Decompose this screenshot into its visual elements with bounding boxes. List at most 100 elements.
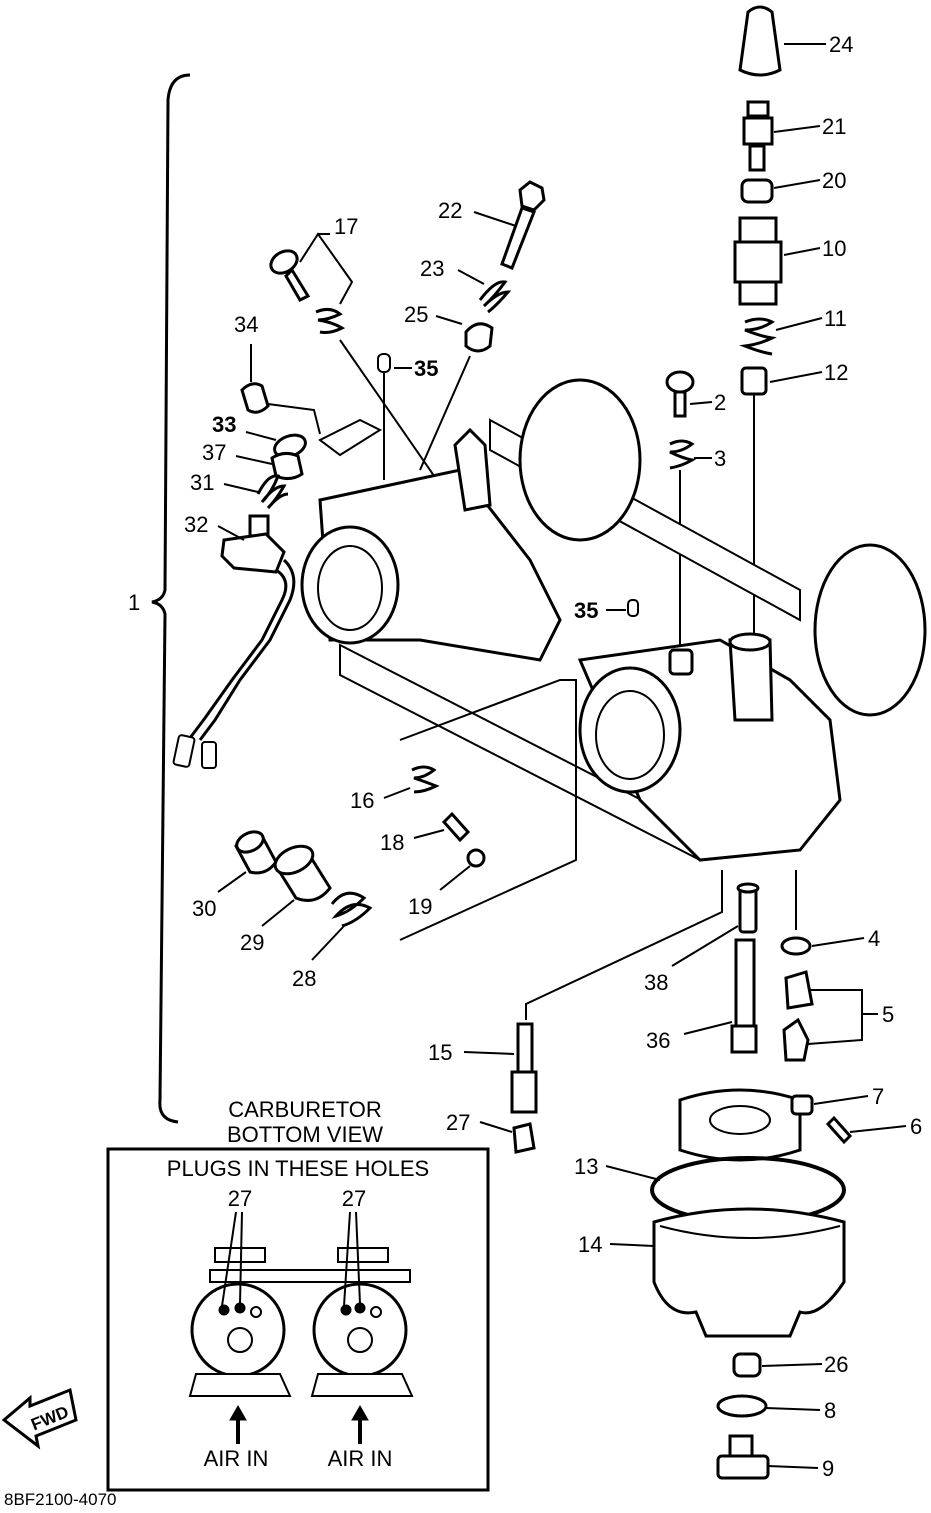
svg-text:21: 21 [822,114,846,139]
part-36-needle-jet [730,938,758,1054]
svg-text:14: 14 [578,1232,602,1257]
svg-text:25: 25 [404,302,428,327]
callout-11: 11 [775,306,847,331]
svg-text:27: 27 [446,1110,470,1135]
part-18-pin [441,811,471,843]
bottom-view-label-left: 27 [228,1186,252,1211]
svg-text:19: 19 [408,894,432,919]
bottom-view-title-2: BOTTOM VIEW [227,1122,383,1147]
bottom-view-label-right: 27 [342,1186,366,1211]
callout-17: 17 [299,214,358,305]
part-12-plunger [740,366,768,640]
svg-text:4: 4 [868,926,880,951]
part-24-cap [738,5,782,77]
svg-text:1: 1 [128,590,140,615]
part-29-sleeve [273,844,332,902]
part-35-plug-upper [377,353,391,373]
callout-18: 18 [380,829,445,855]
callout-38: 38 [644,925,739,995]
svg-text:23: 23 [420,256,444,281]
svg-text:2: 2 [714,390,726,415]
callout-1: 1 [128,590,140,615]
air-in-label-right: AIR IN [328,1446,393,1471]
callout-30: 30 [192,871,247,921]
svg-text:10: 10 [822,236,846,261]
callout-28: 28 [292,925,345,991]
bottom-view-heading: PLUGS IN THESE HOLES [167,1156,429,1181]
svg-text:28: 28 [292,966,316,991]
callout-21: 21 [773,114,846,139]
svg-text:18: 18 [380,830,404,855]
part-27-plug [512,1122,536,1154]
svg-text:30: 30 [192,896,216,921]
callout-37: 37 [202,440,273,465]
part-11-spring [739,317,777,356]
callout-15: 15 [428,1040,515,1065]
assembly-bracket [151,73,191,1124]
callout-32: 32 [184,512,245,541]
callout-24: 24 [784,32,853,57]
bottom-view-box [106,1147,490,1492]
callout-2: 2 [689,390,726,415]
air-in-arrow-right [351,1404,369,1444]
svg-text:12: 12 [824,360,848,385]
part-20-nut [740,178,774,204]
callout-10: 10 [783,236,846,261]
part-16-spring [411,765,440,794]
svg-text:13: 13 [574,1154,598,1179]
part-22-needle-screw [500,180,546,270]
callout-20: 20 [773,168,846,193]
callout-5: 5 [807,989,894,1045]
part-31-spring [256,474,289,510]
part-28-spring [330,891,373,928]
callout-9: 9 [767,1456,834,1481]
svg-text:6: 6 [910,1114,922,1139]
part-7-float [678,1088,814,1162]
part-15-pilot-jet [510,870,797,1114]
svg-text:35: 35 [414,356,438,381]
svg-text:29: 29 [240,930,264,955]
svg-text:15: 15 [428,1040,452,1065]
part-30-piston [234,830,278,875]
part-8-washer [716,1394,768,1418]
svg-text:26: 26 [824,1352,848,1377]
callout-29: 29 [240,899,295,955]
svg-text:20: 20 [822,168,846,193]
air-in-arrow-left [229,1404,247,1444]
callout-36: 36 [646,1021,733,1053]
part-3-spring [669,439,697,470]
part-9-drain-plug [716,1434,770,1480]
part-4-washer [780,936,812,956]
svg-text:33: 33 [212,412,236,437]
leader-16-19 [399,679,577,941]
callout-23: 23 [420,256,485,285]
svg-text:34: 34 [234,312,258,337]
callout-35-upper: 35 [394,356,438,381]
svg-text:22: 22 [438,198,462,223]
part-38-jet [736,882,760,934]
part-23-spring [478,280,512,314]
callout-34: 34 [234,312,258,382]
callout-33: 33 [212,403,321,441]
part-19-clip [466,848,486,868]
callout-8: 8 [765,1398,836,1423]
callout-27: 27 [446,1110,513,1135]
svg-text:36: 36 [646,1028,670,1053]
part-21-screw [742,100,774,172]
bottom-view-title-1: CARBURETOR [228,1097,382,1122]
fwd-arrow-icon: FWD [1,1387,78,1450]
part-32-sensor [172,514,296,769]
callout-25: 25 [404,302,463,327]
callout-14: 14 [578,1232,655,1257]
air-in-label-left: AIR IN [204,1446,269,1471]
svg-text:17: 17 [334,214,358,239]
callout-4: 4 [811,926,880,951]
part-5-jets [782,970,814,1062]
carburetor-body [300,378,927,862]
part-6-pin [825,1115,853,1145]
drawing-code: 8BF2100-4070 [4,1490,116,1509]
part-34-cap [240,382,270,414]
svg-text:24: 24 [829,32,853,57]
svg-text:11: 11 [824,306,847,331]
